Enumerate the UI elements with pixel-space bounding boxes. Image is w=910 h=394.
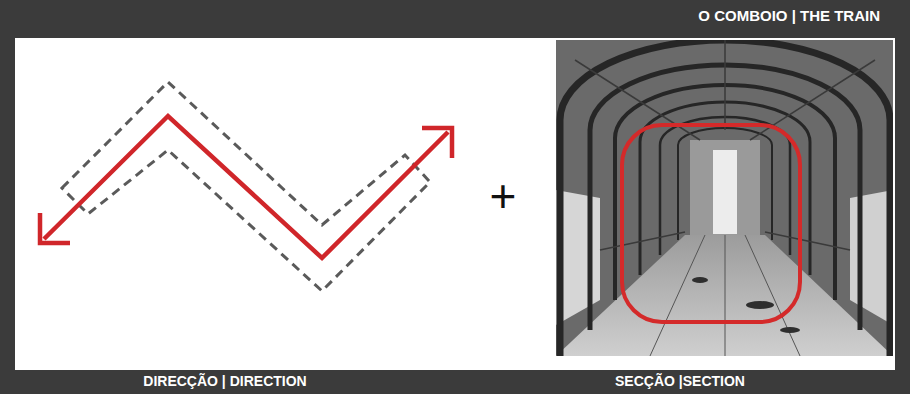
panel-caption: SECÇÃO |SECTION xyxy=(615,373,745,389)
plus-sign: + xyxy=(490,173,517,219)
direction-arrow xyxy=(44,116,448,258)
arrow-head xyxy=(40,213,70,243)
white-panel xyxy=(15,38,895,370)
section-outline xyxy=(622,125,800,322)
figure-title: O COMBOIO | THE TRAIN xyxy=(698,7,880,24)
panel-caption: DIRECÇÃO | DIRECTION xyxy=(143,373,306,389)
arrow-head xyxy=(422,128,452,158)
train-photo xyxy=(556,40,893,356)
